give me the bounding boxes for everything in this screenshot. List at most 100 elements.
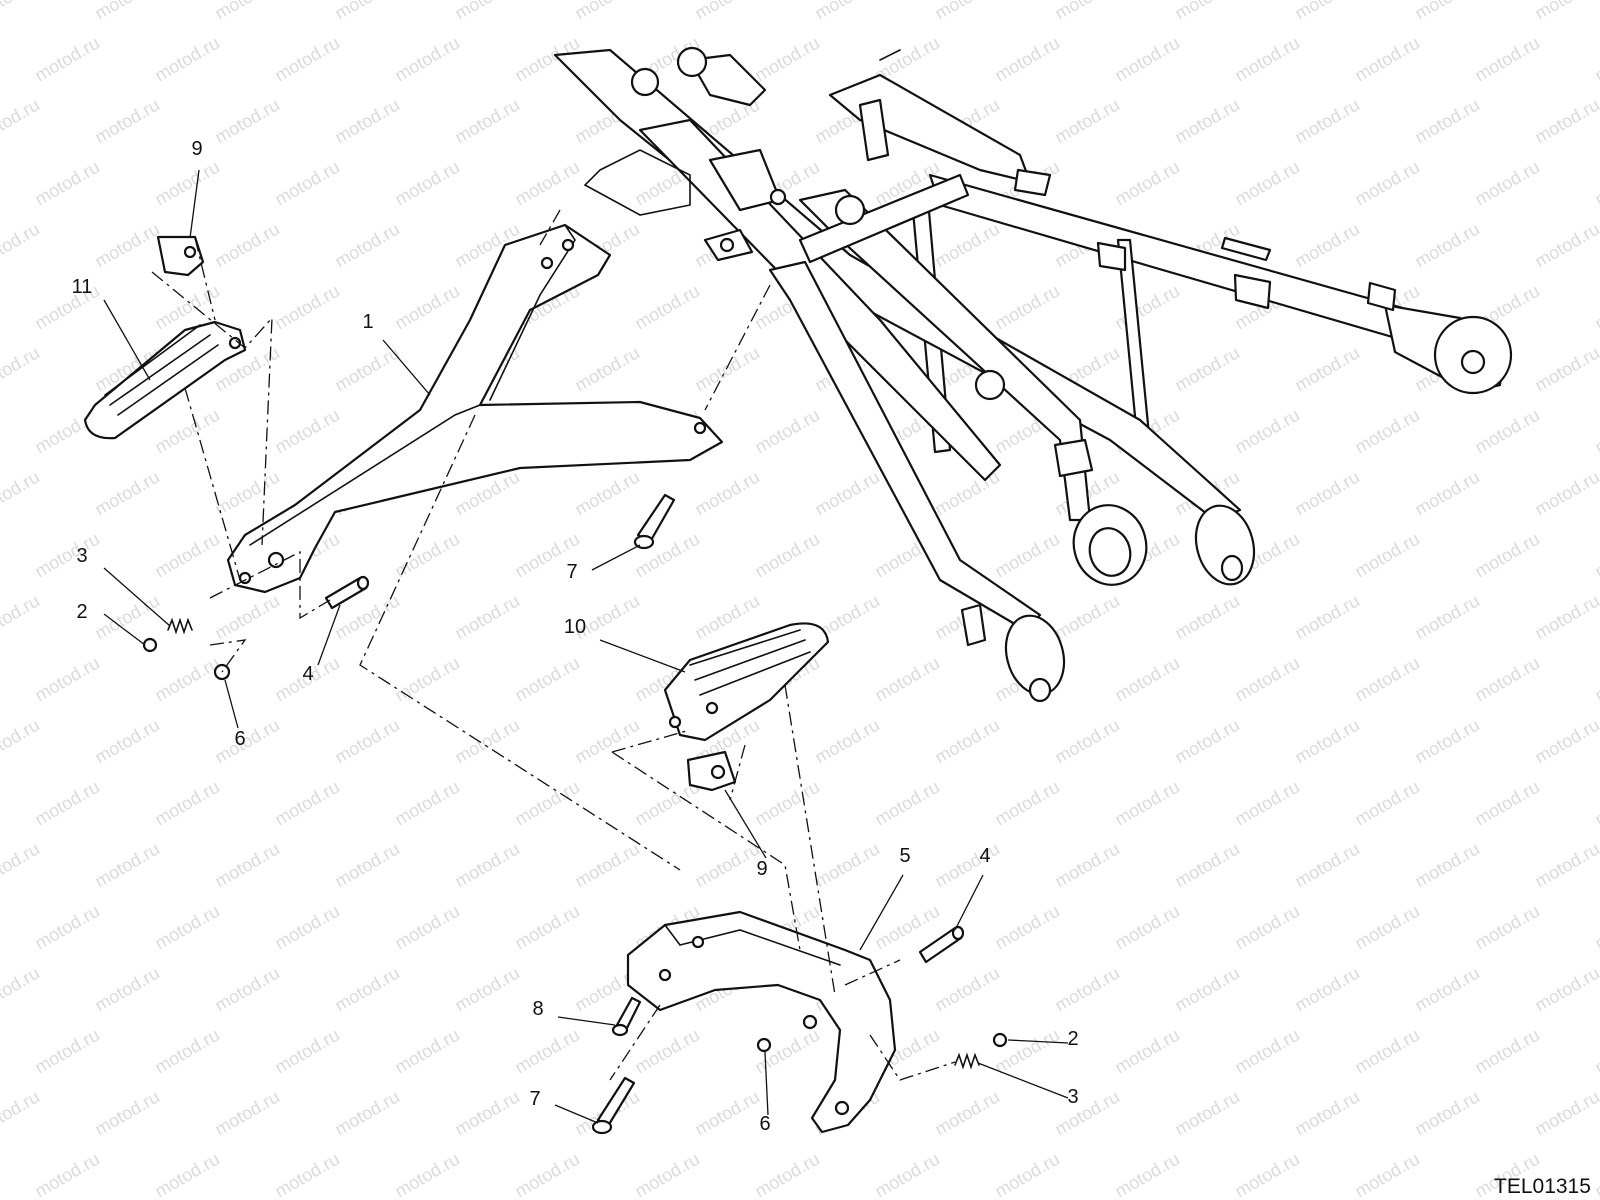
watermark-text: motod.ru [691,591,763,644]
watermark-text: motod.ru [271,777,343,830]
watermark-text: motod.ru [0,95,43,148]
watermark-text: motod.ru [1411,715,1483,768]
watermark-text: motod.ru [571,715,643,768]
watermark-text: motod.ru [151,1025,223,1078]
callout-4: 4 [979,845,990,867]
callout-8: 8 [532,998,543,1020]
watermark-text: motod.ru [1471,653,1543,706]
watermark-text: motod.ru [391,777,463,830]
pin-part-4-lower [918,925,965,964]
watermark-text: motod.ru [1411,1087,1483,1140]
watermark-text: motod.ru [511,1025,583,1078]
rear-subframe [553,46,1513,703]
watermark-text: motod.ru [991,529,1063,582]
clip-plate-part-9-right [686,750,737,792]
watermark-text: motod.ru [1111,1025,1183,1078]
watermark-text: motod.ru [271,281,343,334]
watermark-text: motod.ru [1051,0,1123,23]
watermark-text: motod.ru [211,219,283,272]
watermark-text: motod.ru [1171,715,1243,768]
watermark-text: motod.ru [991,33,1063,86]
bolt-part-7-lower [591,1076,636,1135]
watermark-text: motod.ru [1411,219,1483,272]
watermark-text: motod.ru [331,715,403,768]
watermark-text: motod.ru [211,95,283,148]
watermark-text: motod.ru [751,33,823,86]
watermark-text: motod.ru [931,715,1003,768]
watermark-text: motod.ru [391,281,463,334]
watermark-text: motod.ru [871,777,943,830]
diagram-code: TEL01315 [1494,1175,1591,1198]
watermark-text: motod.ru [451,839,523,892]
spring-part-3-upper [167,617,193,635]
watermark-text: motod.ru [211,591,283,644]
watermark-text: motod.ru [1231,157,1303,210]
watermark-text: motod.ru [151,1149,223,1200]
watermark-text: motod.ru [1051,591,1123,644]
watermark-text: motod.ru [391,653,463,706]
watermark-text: motod.ru [811,0,883,23]
watermark-text: motod.ru [0,343,43,396]
watermark-text: motod.ru [1351,777,1423,830]
watermark-text: motod.ru [91,0,163,23]
watermark-text: motod.ru [1291,1087,1363,1140]
watermark-text: motod.ru [271,1025,343,1078]
watermark-text: motod.ru [691,1087,763,1140]
watermark-text: motod.ru [211,467,283,520]
watermark-text: motod.ru [271,1149,343,1200]
watermark-text: motod.ru [151,901,223,954]
watermark-text: motod.ru [451,715,523,768]
watermark-text: motod.ru [1231,405,1303,458]
watermark-text: motod.ru [0,1087,43,1140]
watermark-text: motod.ru [91,715,163,768]
watermark-text: motod.ru [151,653,223,706]
clip-plate-part-9-left [156,235,205,277]
watermark-text: motod.ru [1531,343,1600,396]
watermark-text: motod.ru [811,839,883,892]
watermark-text: motod.ru [1171,343,1243,396]
watermark-text: motod.ru [811,467,883,520]
watermark-text: motod.ru [31,901,103,954]
watermark-text: motod.ru [0,715,43,768]
watermark-text: motod.ru [1351,157,1423,210]
watermark-text: motod.ru [1531,591,1600,644]
watermark-text: motod.ru [1471,901,1543,954]
watermark-text: motod.ru [1351,529,1423,582]
watermark-text: motod.ru [331,839,403,892]
watermark-text: motod.ru [391,1025,463,1078]
watermark-text: motod.ru [751,529,823,582]
watermark-text: motod.ru [571,839,643,892]
watermark-text: motod.ru [1591,653,1600,706]
watermark-text: motod.ru [31,529,103,582]
lower-bracket-part-5 [626,910,897,1134]
ball-part-2-lower [992,1032,1008,1048]
watermark-text: motod.ru [31,33,103,86]
watermark-text: motod.ru [1051,839,1123,892]
watermark-text: motod.ru [271,33,343,86]
watermark-text: motod.ru [691,0,763,23]
watermark-text: motod.ru [1591,1149,1600,1200]
callout-10: 10 [564,616,586,638]
watermark-text: motod.ru [1471,529,1543,582]
watermark-text: motod.ru [211,1087,283,1140]
watermark-text: motod.ru [1231,901,1303,954]
watermark-text: motod.ru [931,219,1003,272]
watermark-text: motod.ru [571,467,643,520]
watermark-text: motod.ru [1231,33,1303,86]
watermark-text: motod.ru [511,653,583,706]
watermark-text: motod.ru [1051,715,1123,768]
watermark-text: motod.ru [1591,1025,1600,1078]
callout-3: 3 [1067,1086,1078,1108]
watermark-text: motod.ru [1111,653,1183,706]
watermark-text: motod.ru [331,1087,403,1140]
callout-1: 1 [362,311,373,333]
watermark-text: motod.ru [1531,963,1600,1016]
watermark-text: motod.ru [1231,1025,1303,1078]
screw-part-8 [611,996,642,1037]
watermark-text: motod.ru [91,1087,163,1140]
watermark-text: motod.ru [1411,0,1483,23]
watermark-text: motod.ru [1051,963,1123,1016]
watermark-text: motod.ru [631,281,703,334]
